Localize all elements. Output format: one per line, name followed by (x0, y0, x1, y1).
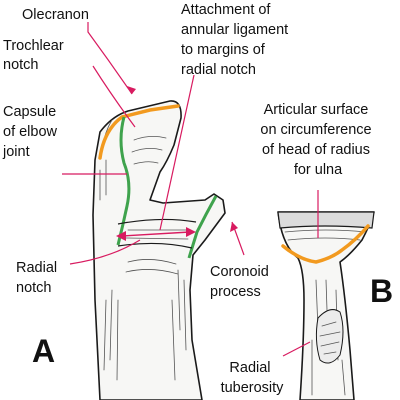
pointer-tuberosity (282, 341, 311, 357)
ulna-bone (92, 100, 226, 400)
label-olecranon: Olecranon (22, 7, 89, 23)
label-radial-notch: Radial notch (16, 260, 61, 296)
radius-bone (277, 211, 375, 400)
coronoid-capsule-line (187, 195, 218, 259)
radial-tuberosity-shape (315, 309, 344, 364)
olecranon-cartilage (98, 104, 180, 160)
radius-articular-cartilage (281, 224, 370, 264)
radial-notch-outline (117, 218, 197, 249)
panel-label-a: A (32, 333, 55, 369)
pointer-trochlear-notch (92, 65, 136, 128)
radial-notch-arrows (116, 227, 196, 241)
pointer-lines (62, 22, 319, 357)
pointer-olecranon (87, 22, 133, 95)
pointer-annular (159, 74, 195, 231)
pointer-radial-notch (69, 239, 141, 265)
label-coronoid-process: Coronoid process (210, 264, 273, 300)
label-articular-surface: Articular surface on circumference of he… (260, 102, 375, 178)
elbow-capsule-line (116, 116, 131, 246)
label-annular-ligament: Attachment of annular ligament to margin… (181, 2, 292, 78)
radius-head-top (277, 211, 375, 229)
label-trochlear-notch: Trochlear notch (3, 38, 68, 73)
label-radial-tuberosity: Radial tuberosity (221, 360, 285, 396)
label-capsule: Capsule of elbow joint (2, 104, 61, 160)
panel-label-b: B (370, 273, 393, 309)
